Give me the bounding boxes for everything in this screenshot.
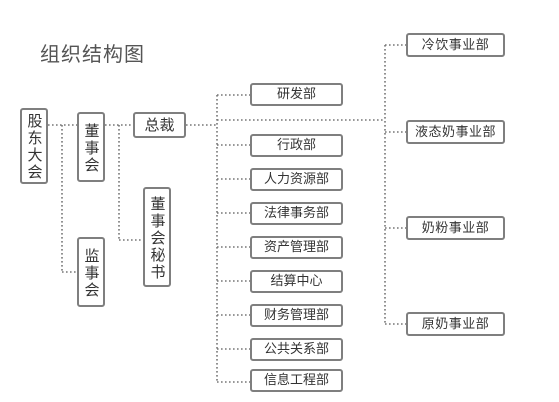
board-secretary-box: 董事会秘书 (143, 187, 171, 287)
ceo-box: 总裁 (133, 112, 186, 138)
business-unit-milk-powder: 奶粉事业部 (406, 216, 505, 240)
chart-title: 组织结构图 (40, 42, 145, 66)
department-asset-management: 资产管理部 (250, 236, 343, 259)
department-hr: 人力资源部 (250, 168, 343, 191)
department-rd: 研发部 (250, 83, 343, 106)
department-settlement-center: 结算中心 (250, 270, 343, 293)
business-unit-raw-milk: 原奶事业部 (406, 312, 505, 336)
department-finance: 财务管理部 (250, 304, 343, 327)
shareholders-meeting-box: 股东大会 (20, 108, 48, 184)
board-box: 董事会 (77, 112, 105, 182)
department-admin: 行政部 (250, 134, 343, 157)
business-unit-liquid-milk: 液态奶事业部 (406, 120, 505, 144)
department-public-relations: 公共关系部 (250, 338, 343, 361)
business-unit-cold-drinks: 冷饮事业部 (406, 33, 505, 57)
supervisory-board-box: 监事会 (77, 237, 105, 307)
department-legal: 法律事务部 (250, 202, 343, 225)
department-it: 信息工程部 (250, 369, 343, 392)
